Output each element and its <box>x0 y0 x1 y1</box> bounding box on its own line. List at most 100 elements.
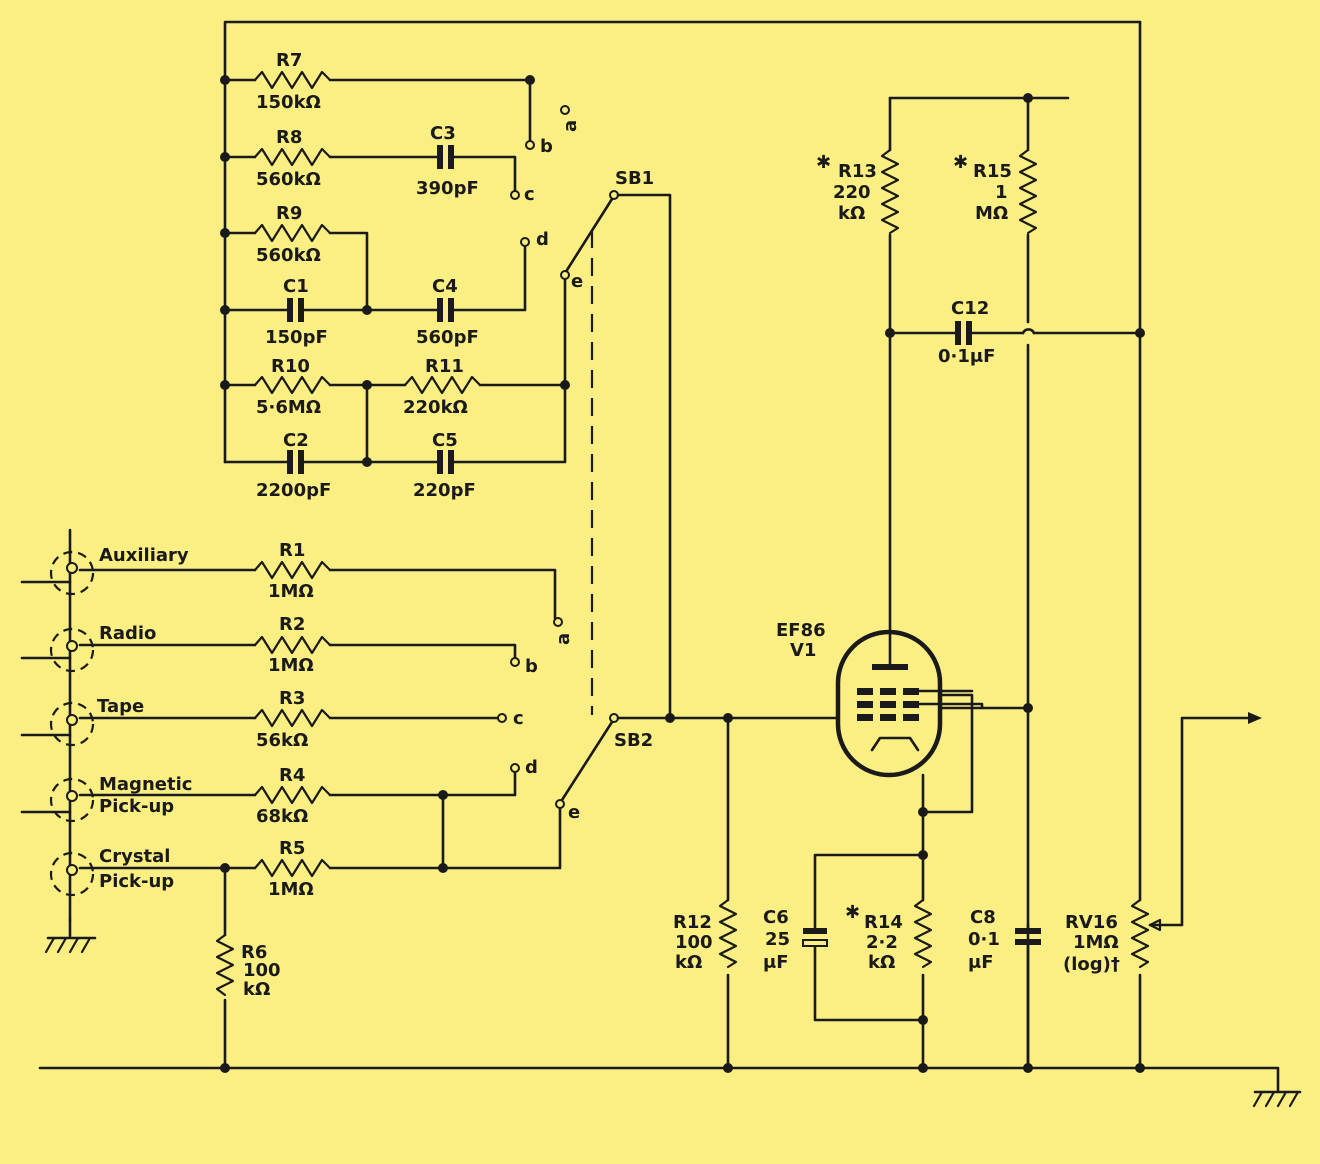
r14-ref: R14 <box>864 912 903 933</box>
output-ground-icon <box>1252 1090 1302 1108</box>
r1-resistor <box>253 560 332 580</box>
output-arrow-icon <box>1248 712 1262 724</box>
ef86-valve <box>835 629 984 778</box>
rv16-value: 1MΩ <box>1073 932 1119 953</box>
feedback-network <box>223 20 1142 464</box>
r9-resistor <box>253 223 332 243</box>
svg-text:a: a <box>553 633 574 645</box>
r8-resistor <box>253 147 332 167</box>
r3-ref: R3 <box>279 688 305 709</box>
r11-value: 220kΩ <box>403 397 468 418</box>
svg-text:e: e <box>568 802 580 823</box>
r12-value: 100 <box>675 932 713 953</box>
c6-capacitor <box>802 928 828 947</box>
svg-text:e: e <box>571 271 583 292</box>
input-magnetic-label-2: Pick-up <box>99 796 174 817</box>
rv16-ref: RV16 <box>1065 912 1118 933</box>
c1-ref: C1 <box>283 276 309 297</box>
rv16-note: (log)† <box>1063 954 1120 975</box>
r13-asterisk: ✱ <box>816 152 831 173</box>
r10-value: 5·6MΩ <box>256 397 321 418</box>
r14-unit: kΩ <box>868 952 895 973</box>
input-aux-label: Auxiliary <box>99 545 189 566</box>
r8-ref: R8 <box>276 127 302 148</box>
r15-asterisk: ✱ <box>953 152 968 173</box>
r7-ref: R7 <box>276 50 302 71</box>
r13-value: 220 <box>833 182 871 203</box>
r12-ref: R12 <box>673 912 712 933</box>
c8-capacitor <box>1015 928 1041 945</box>
svg-text:b: b <box>525 656 538 677</box>
r1-value: 1MΩ <box>268 581 314 602</box>
c8-ref: C8 <box>970 907 996 928</box>
r14-resistor <box>913 898 933 969</box>
input-tape-label: Tape <box>97 696 144 717</box>
wire-crossover <box>1021 328 1036 335</box>
r15-ref: R15 <box>973 161 1012 182</box>
r7-value: 150kΩ <box>256 92 321 113</box>
svg-text:c: c <box>524 184 535 205</box>
valve-junctions <box>665 93 1145 1073</box>
c4-capacitor <box>437 298 454 322</box>
r3-value: 56kΩ <box>256 730 308 751</box>
r4-resistor <box>253 785 332 805</box>
c2-ref: C2 <box>283 430 309 451</box>
component-labels: R7 150kΩ R8 560kΩ C3 390pF R9 560kΩ C1 1… <box>97 50 1120 1000</box>
svg-text:d: d <box>525 757 538 778</box>
r11-ref: R11 <box>425 356 464 377</box>
r6-value: 100 <box>243 960 281 981</box>
r15-resistor <box>1018 148 1038 235</box>
v1-type: EF86 <box>776 620 826 641</box>
c8-value: 0·1 <box>968 929 1000 950</box>
v1-ref: V1 <box>790 640 816 661</box>
c4-ref: C4 <box>432 276 458 297</box>
svg-text:c: c <box>513 708 524 729</box>
sb1-switch: a b c d e SB1 <box>510 105 672 720</box>
r10-resistor <box>253 375 332 395</box>
r9-value: 560kΩ <box>256 245 321 266</box>
r13-ref: R13 <box>838 161 877 182</box>
r2-value: 1MΩ <box>268 655 314 676</box>
sb2-switch: a b c d e SB2 <box>497 617 653 823</box>
input-magnetic-label: Magnetic <box>99 774 192 795</box>
svg-text:a: a <box>560 120 581 132</box>
r6-unit: kΩ <box>243 979 270 1000</box>
r2-ref: R2 <box>279 614 305 635</box>
c1-capacitor <box>287 298 304 322</box>
input-crystal-label: Crystal <box>99 846 170 867</box>
r3-resistor <box>253 708 332 728</box>
svg-text:b: b <box>540 136 553 157</box>
sb2-label: SB2 <box>614 730 653 751</box>
r8-value: 560kΩ <box>256 169 321 190</box>
c5-capacitor <box>437 450 454 474</box>
r5-value: 1MΩ <box>268 879 314 900</box>
r10-ref: R10 <box>271 356 310 377</box>
r14-value: 2·2 <box>866 932 898 953</box>
r12-unit: kΩ <box>675 952 702 973</box>
rv16-potentiometer <box>1130 898 1162 969</box>
r6-ref: R6 <box>241 942 267 963</box>
svg-text:d: d <box>536 229 549 250</box>
r4-ref: R4 <box>279 765 305 786</box>
c12-ref: C12 <box>951 298 989 319</box>
input-junctions <box>220 790 448 1073</box>
r6-resistor <box>215 933 235 997</box>
r5-ref: R5 <box>279 838 305 859</box>
input-crystal-label-2: Pick-up <box>99 871 174 892</box>
c8-unit: μF <box>968 952 994 973</box>
input-sockets <box>49 550 95 897</box>
r7-resistor <box>253 70 332 90</box>
r4-value: 68kΩ <box>256 806 308 827</box>
r13-resistor <box>880 148 900 235</box>
r9-ref: R9 <box>276 203 302 224</box>
r11-resistor <box>403 375 482 395</box>
c5-ref: C5 <box>432 430 458 451</box>
feedback-junctions <box>220 75 570 467</box>
r14-asterisk: ✱ <box>845 902 860 923</box>
c12-capacitor <box>955 321 972 345</box>
c2-capacitor <box>287 450 304 474</box>
input-ground-icon <box>44 918 97 954</box>
c12-value: 0·1μF <box>938 346 995 367</box>
r2-resistor <box>253 635 332 655</box>
